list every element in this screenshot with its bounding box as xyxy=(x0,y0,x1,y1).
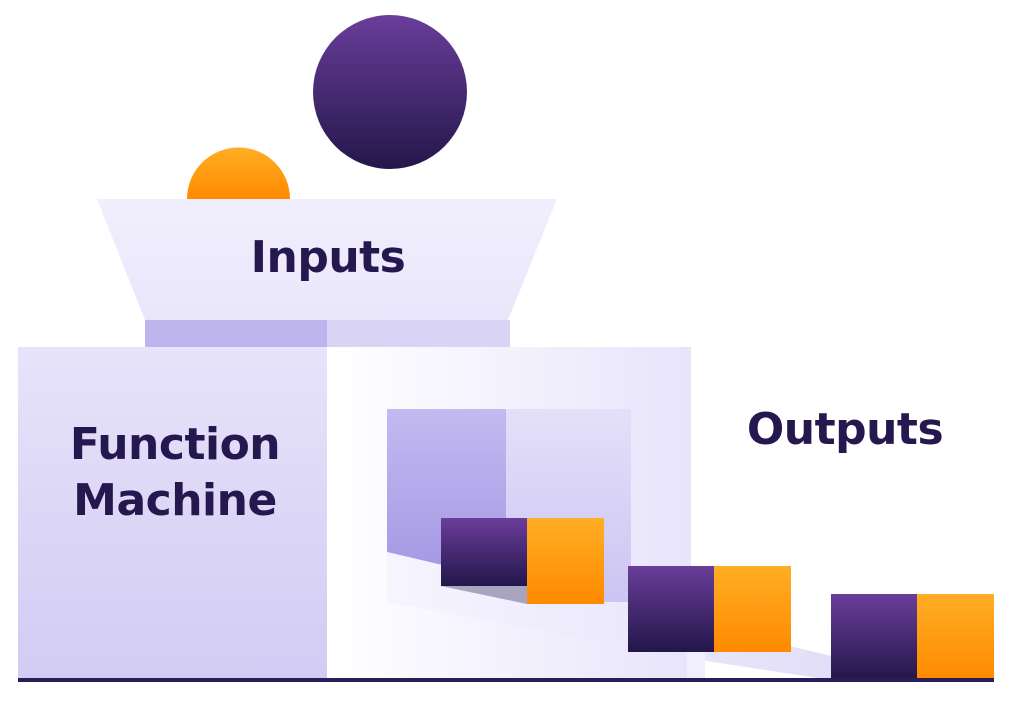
input-hopper xyxy=(97,199,557,320)
machine-body-left xyxy=(18,347,327,680)
orange-input-ball xyxy=(187,147,290,199)
hopper-neck-left xyxy=(145,320,327,348)
output-block-3-orange xyxy=(917,594,994,680)
output-block-3-purple xyxy=(831,594,917,680)
ground-line xyxy=(18,678,994,682)
output-block-2-orange xyxy=(714,566,791,652)
output-block-1-purple xyxy=(441,518,527,586)
output-block-1-shadow xyxy=(441,586,527,604)
function-machine-label-line-1: Function xyxy=(69,419,281,470)
hopper-neck-right xyxy=(327,320,510,348)
inputs-label: Inputs xyxy=(250,232,406,283)
output-block-2-purple xyxy=(628,566,714,652)
purple-input-ball xyxy=(313,15,467,169)
function-machine-label: Function Machine xyxy=(40,417,310,529)
function-machine-label-line-2: Machine xyxy=(73,475,277,526)
output-block-1-orange xyxy=(527,518,604,604)
outputs-label: Outputs xyxy=(746,404,944,455)
